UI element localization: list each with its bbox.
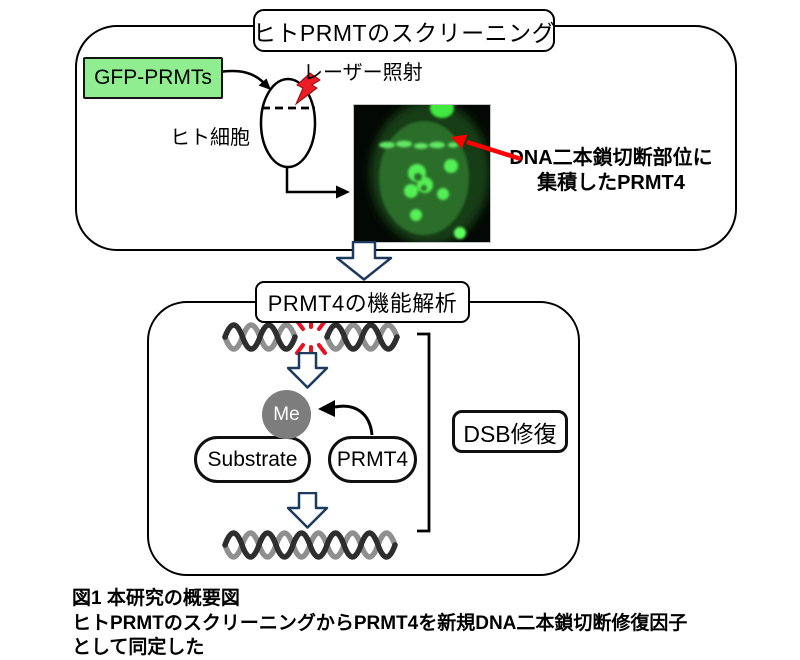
substrate-label: Substrate: [207, 447, 298, 471]
cell-label: ヒト細胞: [170, 127, 250, 149]
gfp-prmts-box: GFP-PRMTs: [83, 57, 223, 99]
micrograph-caption: DNA二本鎖切断部位に 集積したPRMT4: [488, 146, 734, 196]
micrograph-caption-line1: DNA二本鎖切断部位に: [509, 147, 713, 169]
dsb-repair-label: DSB修復: [463, 420, 557, 447]
flow-down-arrow-icon: [287, 352, 329, 389]
laser-bolt-icon: [294, 72, 321, 106]
repaired-dna-helix: [222, 530, 398, 560]
analysis-title-box: PRMT4の機能解析: [255, 281, 470, 323]
bright-blob-top: [430, 105, 454, 118]
screening-title: ヒトPRMTのスクリーニング: [252, 19, 556, 46]
gfp-to-cell-arrow-icon: [218, 69, 271, 90]
methyl-group-circle: Me: [262, 390, 311, 439]
figure-caption: 図1 本研究の概要図 ヒトPRMTのスクリーニングからPRMT4を新規DNA二本…: [72, 587, 772, 660]
fluorescence-micrograph: [353, 104, 491, 243]
dsb-repair-box: DSB修復: [452, 410, 568, 453]
human-cell-diagram: [259, 72, 321, 169]
nucleoli-blobs: [404, 159, 458, 221]
dsb-bracket: [417, 332, 431, 533]
dna-break-burst-icon: [295, 315, 327, 359]
laser-label: レーザー照射: [303, 62, 423, 84]
flow-down-arrow-icon: [287, 492, 329, 529]
bright-dot-bottom: [454, 227, 466, 239]
analysis-title: PRMT4の機能解析: [267, 291, 458, 316]
broken-dna-helix: [222, 315, 400, 359]
micrograph-caption-line2: 集積したPRMT4: [537, 172, 685, 194]
screening-title-box: ヒトPRMTのスクリーニング: [253, 9, 555, 52]
caption-line1: 図1 本研究の概要図: [72, 588, 240, 609]
me-label: Me: [273, 403, 300, 425]
caption-line2: ヒトPRMTのスクリーニングからPRMT4を新規DNA二本鎖切断修復因子: [72, 612, 688, 634]
prmt4-to-me-arrow-icon: [318, 400, 374, 436]
caption-line3: として同定した: [72, 637, 205, 658]
cell-ellipse: [259, 77, 317, 169]
flow-down-arrow-icon: [336, 241, 393, 281]
gfp-prmts-label: GFP-PRMTs: [94, 66, 212, 89]
laser-stripe: [379, 140, 458, 149]
cell-to-image-connector-icon: [285, 168, 350, 199]
prmt4-label: PRMT4: [336, 447, 409, 471]
dsb-pointer-arrow-icon: [451, 134, 522, 162]
substrate-pill: Substrate: [194, 436, 311, 483]
prmt4-pill: PRMT4: [328, 436, 417, 483]
